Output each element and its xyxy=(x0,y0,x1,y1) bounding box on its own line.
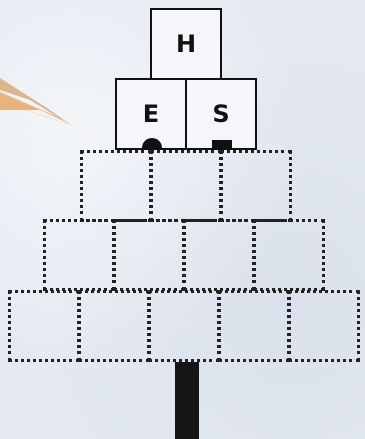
empty-slot[interactable] xyxy=(183,219,255,291)
empty-slot[interactable] xyxy=(218,290,290,362)
block-s-letter: S xyxy=(212,100,229,128)
block-h-letter: H xyxy=(176,30,196,58)
half-circle-icon xyxy=(142,138,162,148)
empty-slot[interactable] xyxy=(80,150,152,222)
pyramid-post xyxy=(175,362,199,439)
empty-slot[interactable] xyxy=(8,290,80,362)
block-e-letter: E xyxy=(143,100,159,128)
empty-slot[interactable] xyxy=(150,150,222,222)
empty-slot[interactable] xyxy=(43,219,115,291)
block-s[interactable]: S xyxy=(185,78,257,150)
block-h[interactable]: H xyxy=(150,8,222,80)
empty-slot[interactable] xyxy=(78,290,150,362)
light-streak-icon xyxy=(0,70,80,140)
empty-slot[interactable] xyxy=(220,150,292,222)
block-e[interactable]: E xyxy=(115,78,187,150)
empty-slot[interactable] xyxy=(113,219,185,291)
empty-slot[interactable] xyxy=(288,290,360,362)
empty-slot[interactable] xyxy=(253,219,325,291)
empty-slot[interactable] xyxy=(148,290,220,362)
square-icon xyxy=(212,140,232,150)
